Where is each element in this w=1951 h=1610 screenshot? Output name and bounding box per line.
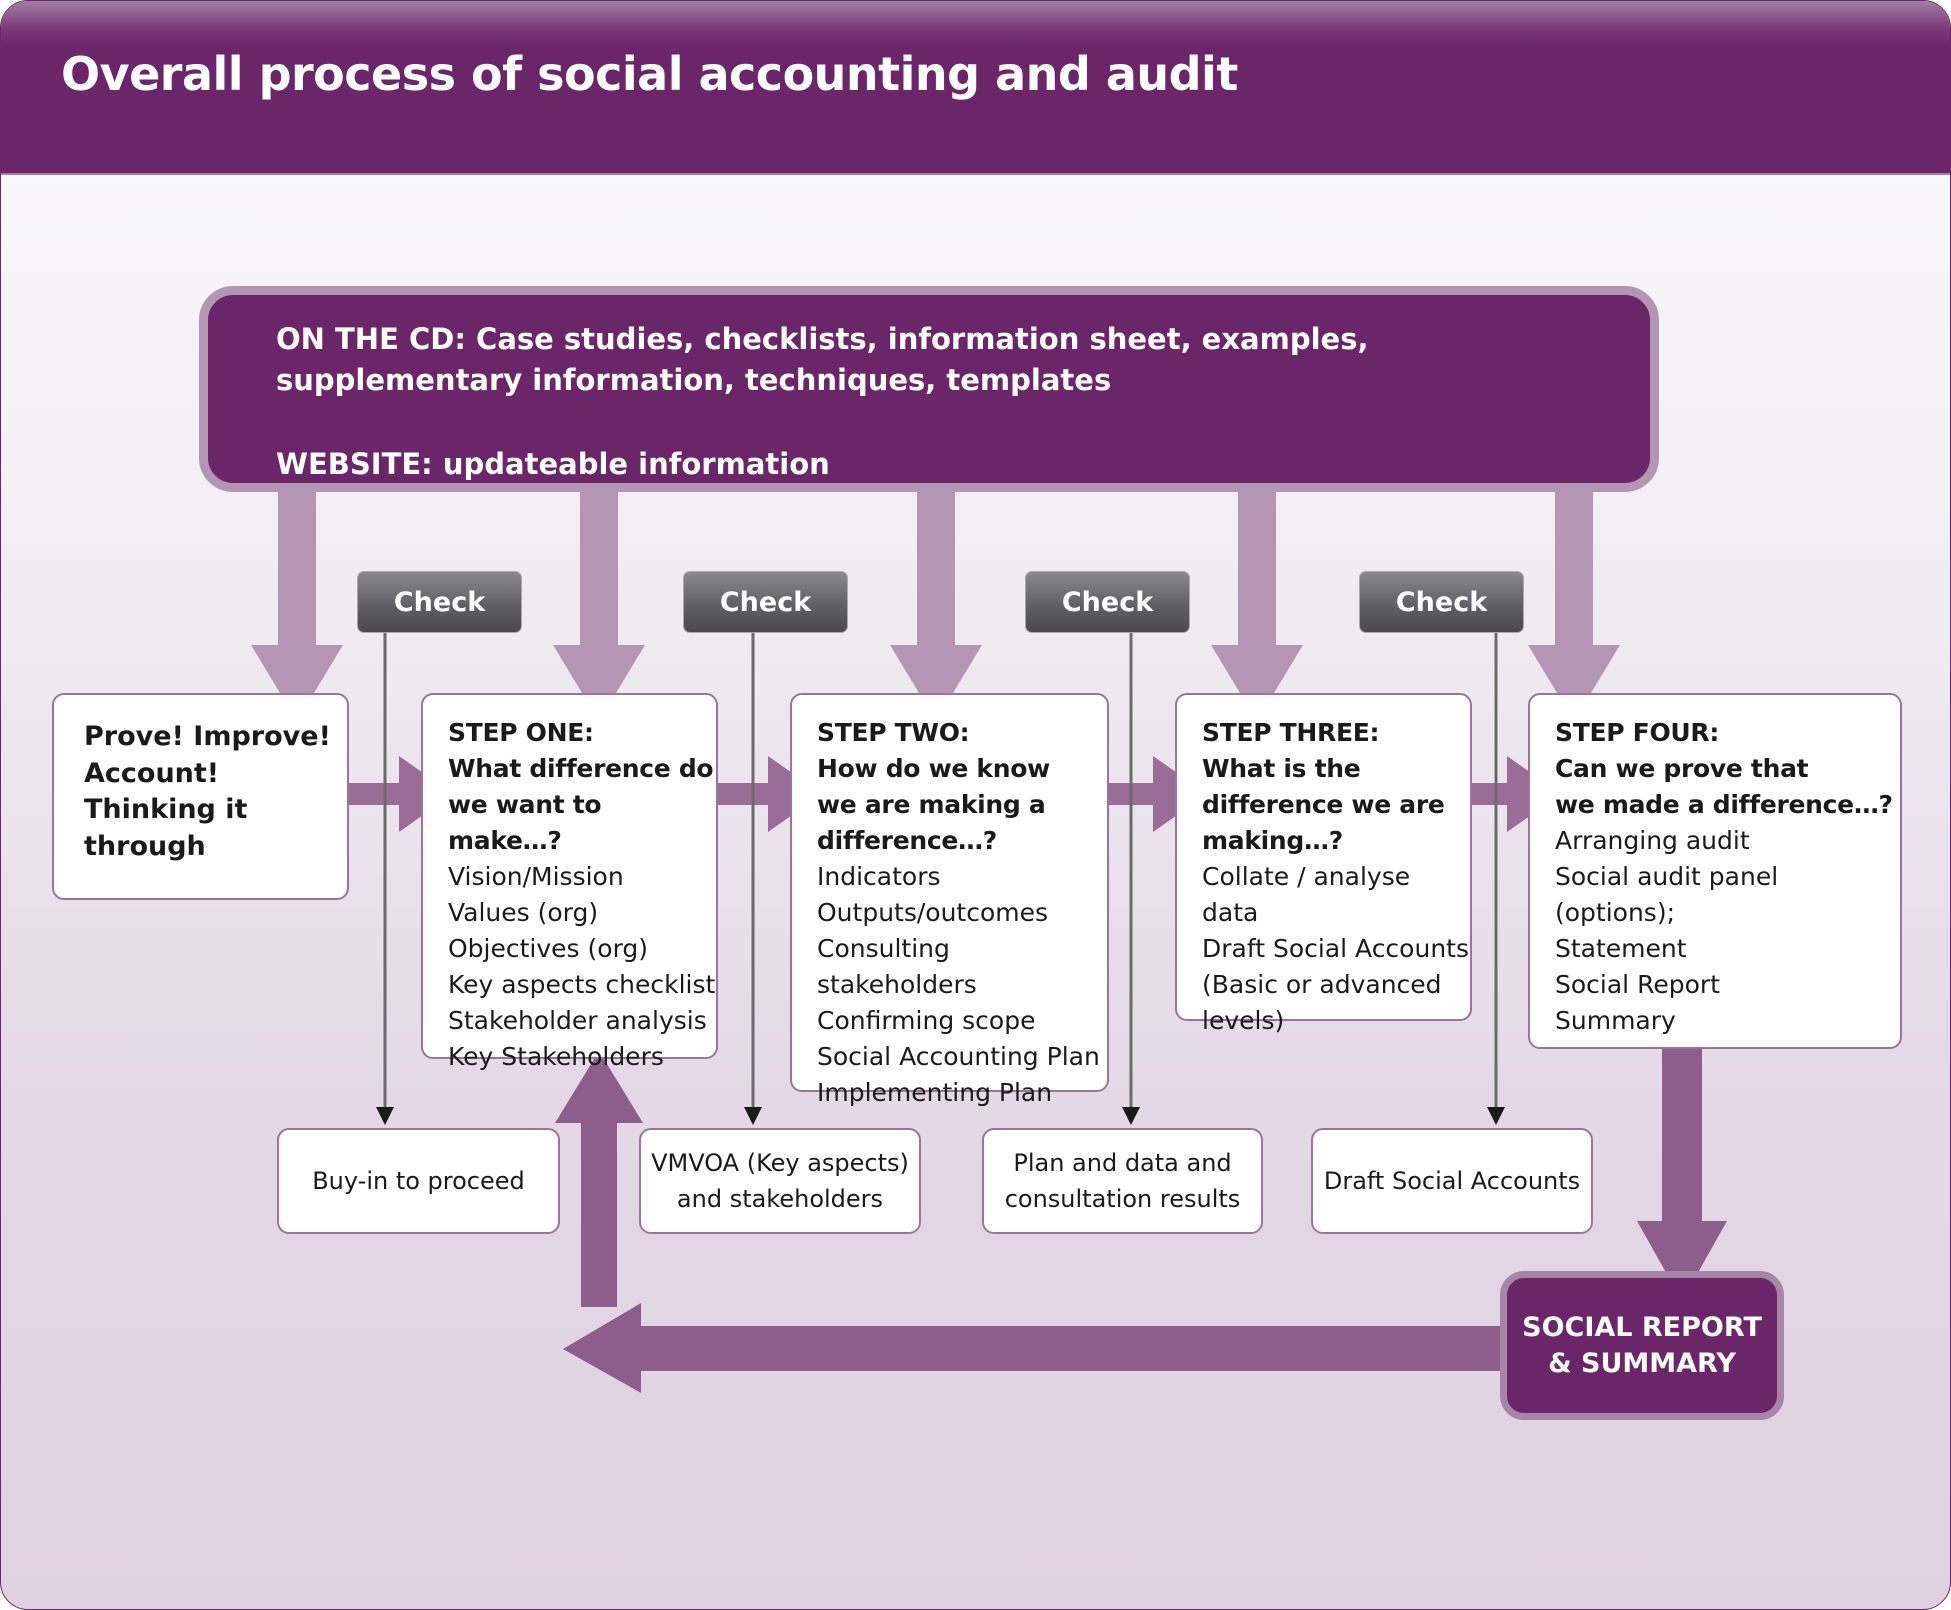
report-to-loop-arrow bbox=[563, 1303, 1500, 1393]
resources-cd-text-2: supplementary information, techniques, t… bbox=[276, 363, 1112, 397]
resource-arrow-intro bbox=[251, 489, 343, 721]
output-line: Plan and data and bbox=[1013, 1149, 1232, 1177]
resources-box: ON THE CD: Case studies, checklists, inf… bbox=[199, 286, 1659, 492]
output-line: consultation results bbox=[1004, 1185, 1241, 1213]
step-question: Can we prove that bbox=[1555, 754, 1809, 783]
resource-arrow-step-four bbox=[1528, 489, 1620, 721]
social-report-line: & SUMMARY bbox=[1548, 1347, 1736, 1379]
output-box-buy-in: Buy-in to proceed bbox=[277, 1128, 560, 1234]
intro-box: Prove! Improve! Account! Thinking it thr… bbox=[52, 693, 349, 900]
output-line: VMVOA (Key aspects) bbox=[651, 1149, 909, 1177]
check-arrowhead-2 bbox=[744, 1107, 762, 1125]
social-report-line: SOCIAL REPORT bbox=[1522, 1311, 1762, 1343]
intro-line: Thinking it bbox=[84, 794, 248, 825]
step-item: Confirming scope bbox=[817, 1006, 1036, 1035]
loop-up-arrow bbox=[555, 1051, 643, 1307]
intro-line: Prove! Improve! bbox=[84, 721, 331, 752]
step-title: STEP TWO: bbox=[817, 718, 970, 747]
step-item: (Basic or advanced bbox=[1202, 970, 1442, 999]
check-arrowhead-3 bbox=[1122, 1107, 1140, 1125]
step-question: What difference do bbox=[448, 754, 714, 783]
check-arrowhead-4 bbox=[1487, 1107, 1505, 1125]
step-item: Draft Social Accounts bbox=[1202, 934, 1469, 963]
resources-website-text: updateable information bbox=[432, 447, 830, 481]
step-item: Key aspects checklist bbox=[448, 970, 716, 999]
resources-cd-label: ON THE CD: bbox=[276, 322, 466, 356]
step-item: Implementing Plan bbox=[817, 1078, 1053, 1107]
social-report-box: SOCIAL REPORT & SUMMARY bbox=[1500, 1271, 1784, 1420]
step-one-box: STEP ONE: What difference do we want to … bbox=[421, 693, 718, 1071]
step-item: Social audit panel (options); bbox=[1555, 862, 1779, 927]
step-item: Social Accounting Plan bbox=[817, 1042, 1100, 1071]
resource-arrow-step-one bbox=[553, 489, 645, 721]
resource-arrow-step-two bbox=[890, 489, 982, 721]
step-title: STEP THREE: bbox=[1202, 718, 1380, 747]
resources-website-line: WEBSITE: updateable information bbox=[276, 447, 830, 481]
step-three-box: STEP THREE: What is the difference we ar… bbox=[1175, 693, 1472, 1035]
header-bar: Overall process of social accounting and… bbox=[1, 1, 1950, 175]
check-arrowhead-1 bbox=[376, 1107, 394, 1125]
step-question: we made a difference…? bbox=[1555, 790, 1893, 819]
check-button-1[interactable]: Check bbox=[357, 571, 522, 633]
step-item: Arranging audit bbox=[1555, 826, 1750, 855]
intro-line: through bbox=[84, 830, 206, 862]
step-four-box: STEP FOUR: Can we prove that we made a d… bbox=[1528, 693, 1902, 1049]
step-item: Vision/Mission bbox=[448, 862, 624, 891]
step-item: Values (org) bbox=[448, 898, 599, 927]
step-item: Key Stakeholders bbox=[448, 1042, 664, 1071]
step-four-to-report-arrow bbox=[1637, 1049, 1727, 1301]
output-line: Draft Social Accounts bbox=[1323, 1167, 1581, 1195]
resource-arrow-step-three bbox=[1211, 489, 1303, 721]
step-title: STEP ONE: bbox=[448, 718, 594, 747]
step-question: making…? bbox=[1202, 826, 1343, 855]
step-two-box: STEP TWO: How do we know we are making a… bbox=[790, 693, 1109, 1107]
page-title: Overall process of social accounting and… bbox=[61, 47, 1238, 101]
check-button-4[interactable]: Check bbox=[1359, 571, 1524, 633]
step-question: How do we know bbox=[817, 754, 1050, 783]
step-item: Stakeholder analysis bbox=[448, 1006, 707, 1035]
output-box-draft-accounts: Draft Social Accounts bbox=[1311, 1128, 1593, 1234]
step-item: Outputs/outcomes bbox=[817, 898, 1049, 927]
flow-arrow-intro-to-step-one bbox=[349, 756, 453, 832]
intro-line: Account! bbox=[84, 757, 220, 789]
step-question: we want to make…? bbox=[448, 790, 602, 855]
output-line: and stakeholders bbox=[676, 1185, 884, 1213]
output-box-plan-data: Plan and data and consultation results bbox=[982, 1128, 1263, 1234]
step-question: we are making a bbox=[817, 790, 1046, 819]
step-question: What is the bbox=[1202, 754, 1361, 783]
flow-arrow-step-one-to-two bbox=[718, 756, 822, 832]
step-item: levels) bbox=[1202, 1006, 1285, 1035]
step-item: Collate / analyse data bbox=[1202, 862, 1411, 927]
check-button-2[interactable]: Check bbox=[683, 571, 848, 633]
step-item: Consulting stakeholders bbox=[817, 934, 977, 999]
step-item: Summary bbox=[1555, 1006, 1676, 1035]
step-item: Statement bbox=[1555, 934, 1687, 963]
step-item: Social Report bbox=[1555, 970, 1720, 999]
resources-website-label: WEBSITE: bbox=[276, 447, 433, 481]
step-item: Objectives (org) bbox=[448, 934, 649, 963]
output-box-vmvoa: VMVOA (Key aspects) and stakeholders bbox=[639, 1128, 921, 1234]
check-button-3[interactable]: Check bbox=[1025, 571, 1190, 633]
resources-cd-text-1: Case studies, checklists, information sh… bbox=[465, 322, 1369, 356]
flow-arrow-step-two-to-three bbox=[1109, 756, 1207, 832]
flow-arrow-step-three-to-four bbox=[1472, 756, 1561, 832]
step-item: Indicators bbox=[817, 862, 941, 891]
resources-cd-line: ON THE CD: Case studies, checklists, inf… bbox=[276, 322, 1369, 356]
step-question: difference we are bbox=[1202, 790, 1445, 819]
step-title: STEP FOUR: bbox=[1555, 718, 1720, 747]
output-line: Buy-in to proceed bbox=[312, 1167, 525, 1195]
step-question: difference…? bbox=[817, 826, 997, 855]
